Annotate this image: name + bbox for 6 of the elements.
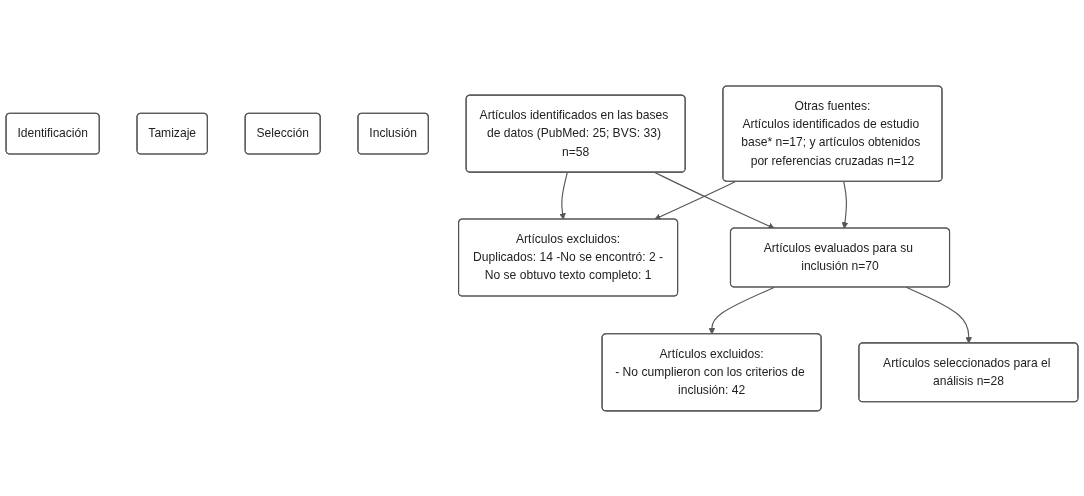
arrow xyxy=(905,286,973,344)
arrow xyxy=(654,180,737,220)
arrow xyxy=(841,180,849,229)
arrow xyxy=(559,171,568,220)
arrow xyxy=(708,286,776,335)
arrow xyxy=(654,171,775,229)
